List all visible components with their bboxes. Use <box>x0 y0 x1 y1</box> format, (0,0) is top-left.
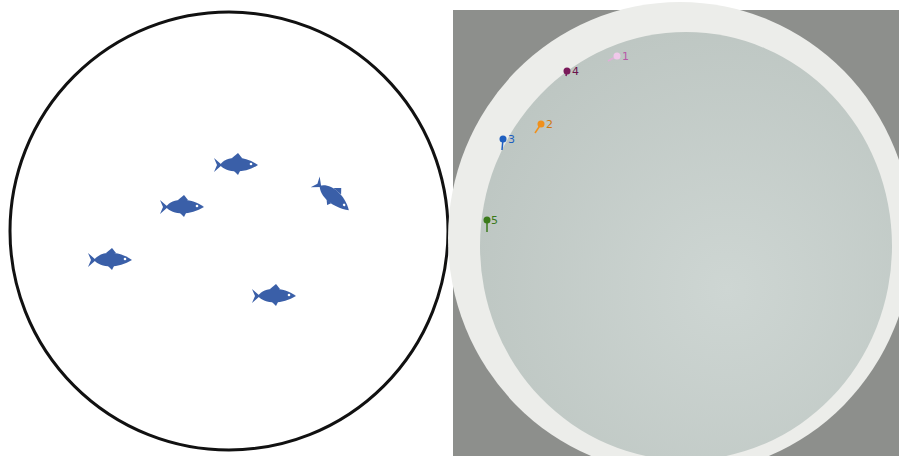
tank-photo <box>448 2 899 456</box>
track-id-label: 1 <box>622 50 629 63</box>
tank-drawing <box>10 12 448 450</box>
track-id-label: 4 <box>572 65 579 78</box>
track-id-label: 5 <box>491 214 498 227</box>
track-id-label: 3 <box>508 133 515 146</box>
track-id-label: 2 <box>546 118 553 131</box>
